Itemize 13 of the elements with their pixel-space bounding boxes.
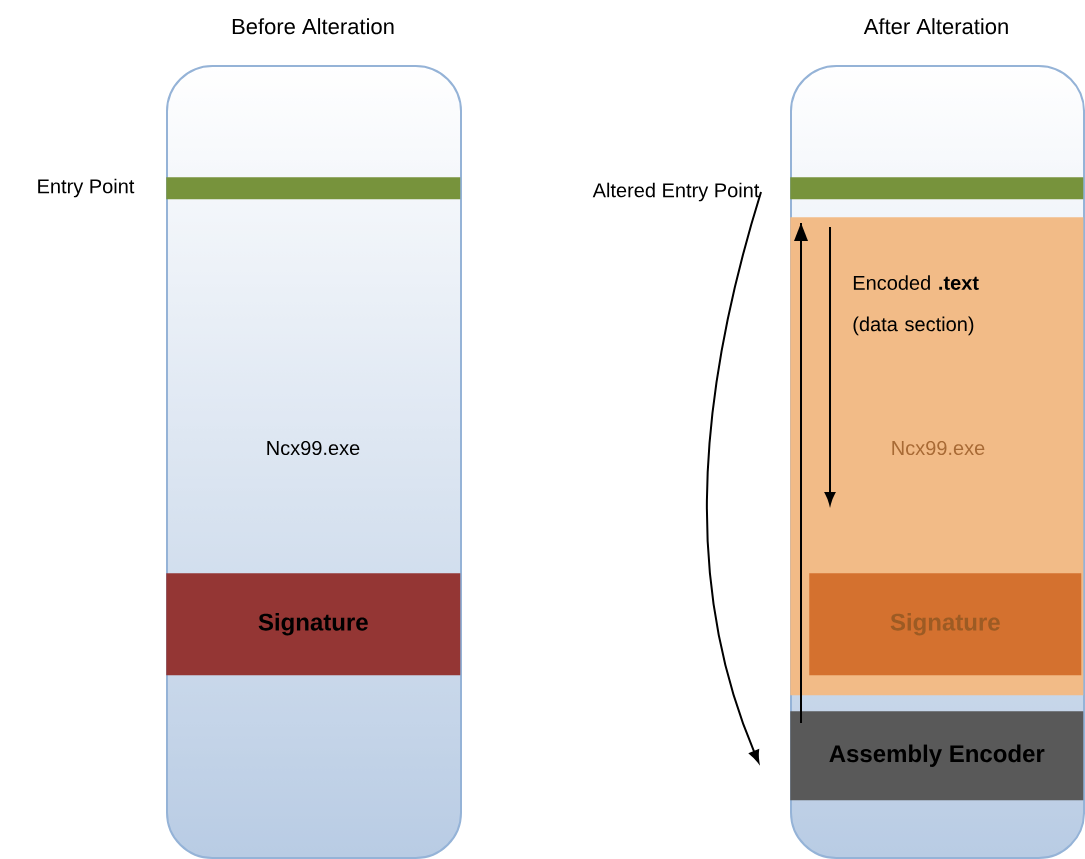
label-text: Altered Entry Point: [592, 182, 760, 202]
signature-band: Signature: [166, 573, 461, 676]
column-heading: Before Alteration: [232, 18, 394, 35]
entry-bar: [790, 177, 1084, 200]
region-text: Encoded .text (data section): [853, 275, 979, 336]
file-name: Ncx99.exe: [892, 440, 985, 456]
column-heading: After Alteration: [863, 18, 1008, 35]
file-name: Ncx99.exe: [267, 440, 360, 456]
arrow: [705, 191, 762, 763]
encoder-band: Assembly Encoder: [790, 711, 1084, 801]
signature-band: Signature: [809, 573, 1082, 676]
arrow: [794, 222, 808, 724]
label-text: Entry Point: [38, 178, 135, 198]
